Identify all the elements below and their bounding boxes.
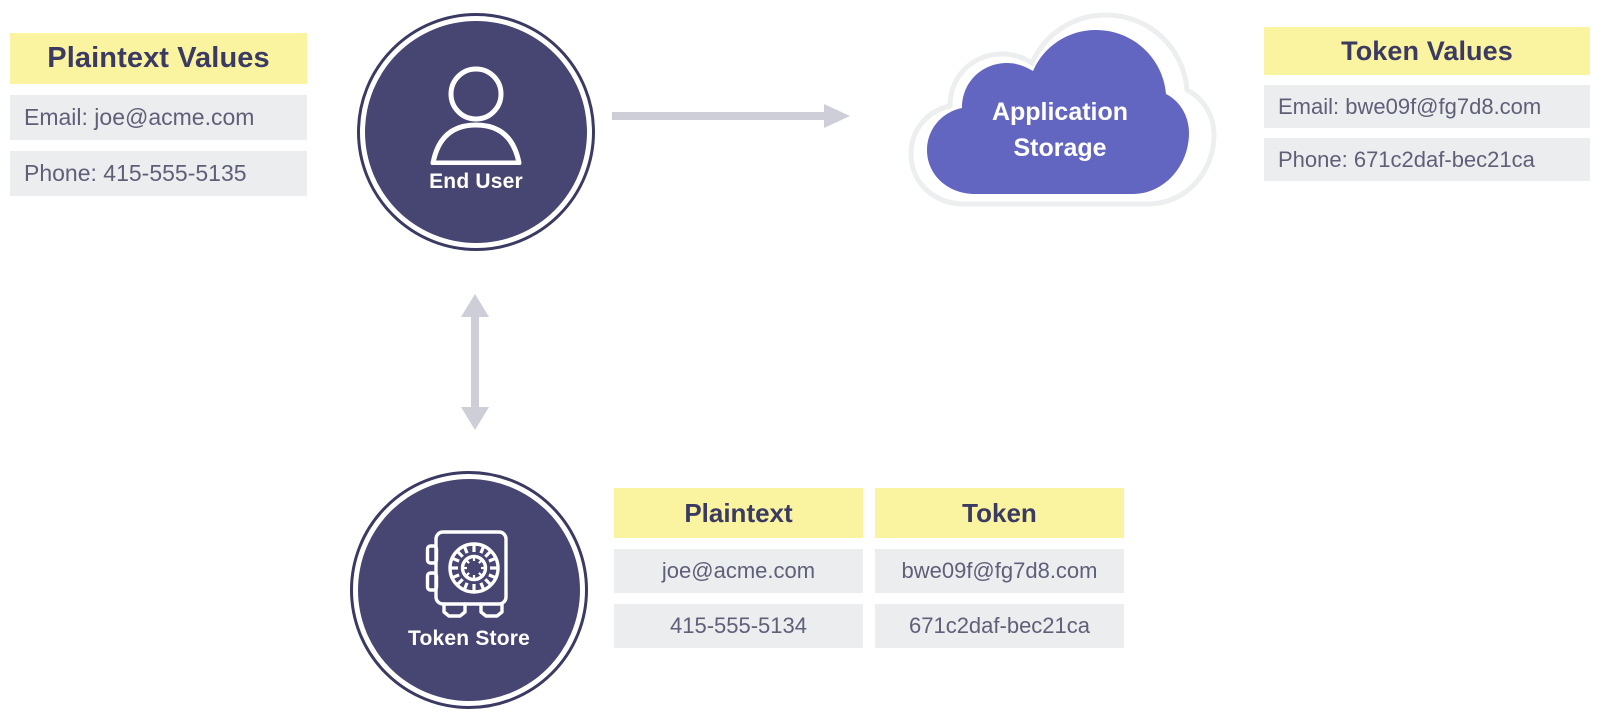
user-icon bbox=[420, 65, 532, 170]
table-row: joe@acme.com bbox=[614, 549, 863, 593]
table-header-plaintext: Plaintext bbox=[614, 488, 863, 538]
table-column-gap bbox=[863, 549, 875, 593]
token-store-node-body: Token Store bbox=[358, 479, 580, 701]
plaintext-values-heading: Plaintext Values bbox=[10, 33, 307, 84]
application-storage-node[interactable]: Application Storage bbox=[893, 6, 1227, 222]
table-column-gap bbox=[863, 604, 875, 648]
token-store-node[interactable]: Token Store bbox=[350, 471, 588, 709]
arrow-up-down-icon bbox=[455, 292, 495, 432]
end-user-label: End User bbox=[429, 169, 523, 193]
cloud-icon bbox=[893, 6, 1227, 222]
table-header-token: Token bbox=[875, 488, 1124, 538]
token-mapping-table: Plaintext Token joe@acme.com bwe09f@fg7d… bbox=[614, 488, 1148, 648]
token-email-row: Email: bwe09f@fg7d8.com bbox=[1264, 85, 1590, 128]
token-phone-row: Phone: 671c2daf-bec21ca bbox=[1264, 138, 1590, 181]
arrow-right-icon bbox=[612, 100, 852, 132]
plaintext-values-panel: Plaintext Values Email: joe@acme.com Pho… bbox=[10, 33, 307, 196]
end-user-node-body: End User bbox=[365, 21, 587, 243]
table-row: bwe09f@fg7d8.com bbox=[875, 549, 1124, 593]
safe-vault-icon bbox=[419, 526, 519, 627]
plaintext-email-row: Email: joe@acme.com bbox=[10, 95, 307, 140]
table-row: 671c2daf-bec21ca bbox=[875, 604, 1124, 648]
token-values-panel: Token Values Email: bwe09f@fg7d8.com Pho… bbox=[1264, 27, 1590, 181]
token-values-heading: Token Values bbox=[1264, 27, 1590, 75]
plaintext-phone-row: Phone: 415-555-5135 bbox=[10, 151, 307, 196]
end-user-node[interactable]: End User bbox=[357, 13, 595, 251]
table-row: 415-555-5134 bbox=[614, 604, 863, 648]
table-column-gap bbox=[863, 488, 875, 538]
token-store-label: Token Store bbox=[408, 626, 530, 650]
